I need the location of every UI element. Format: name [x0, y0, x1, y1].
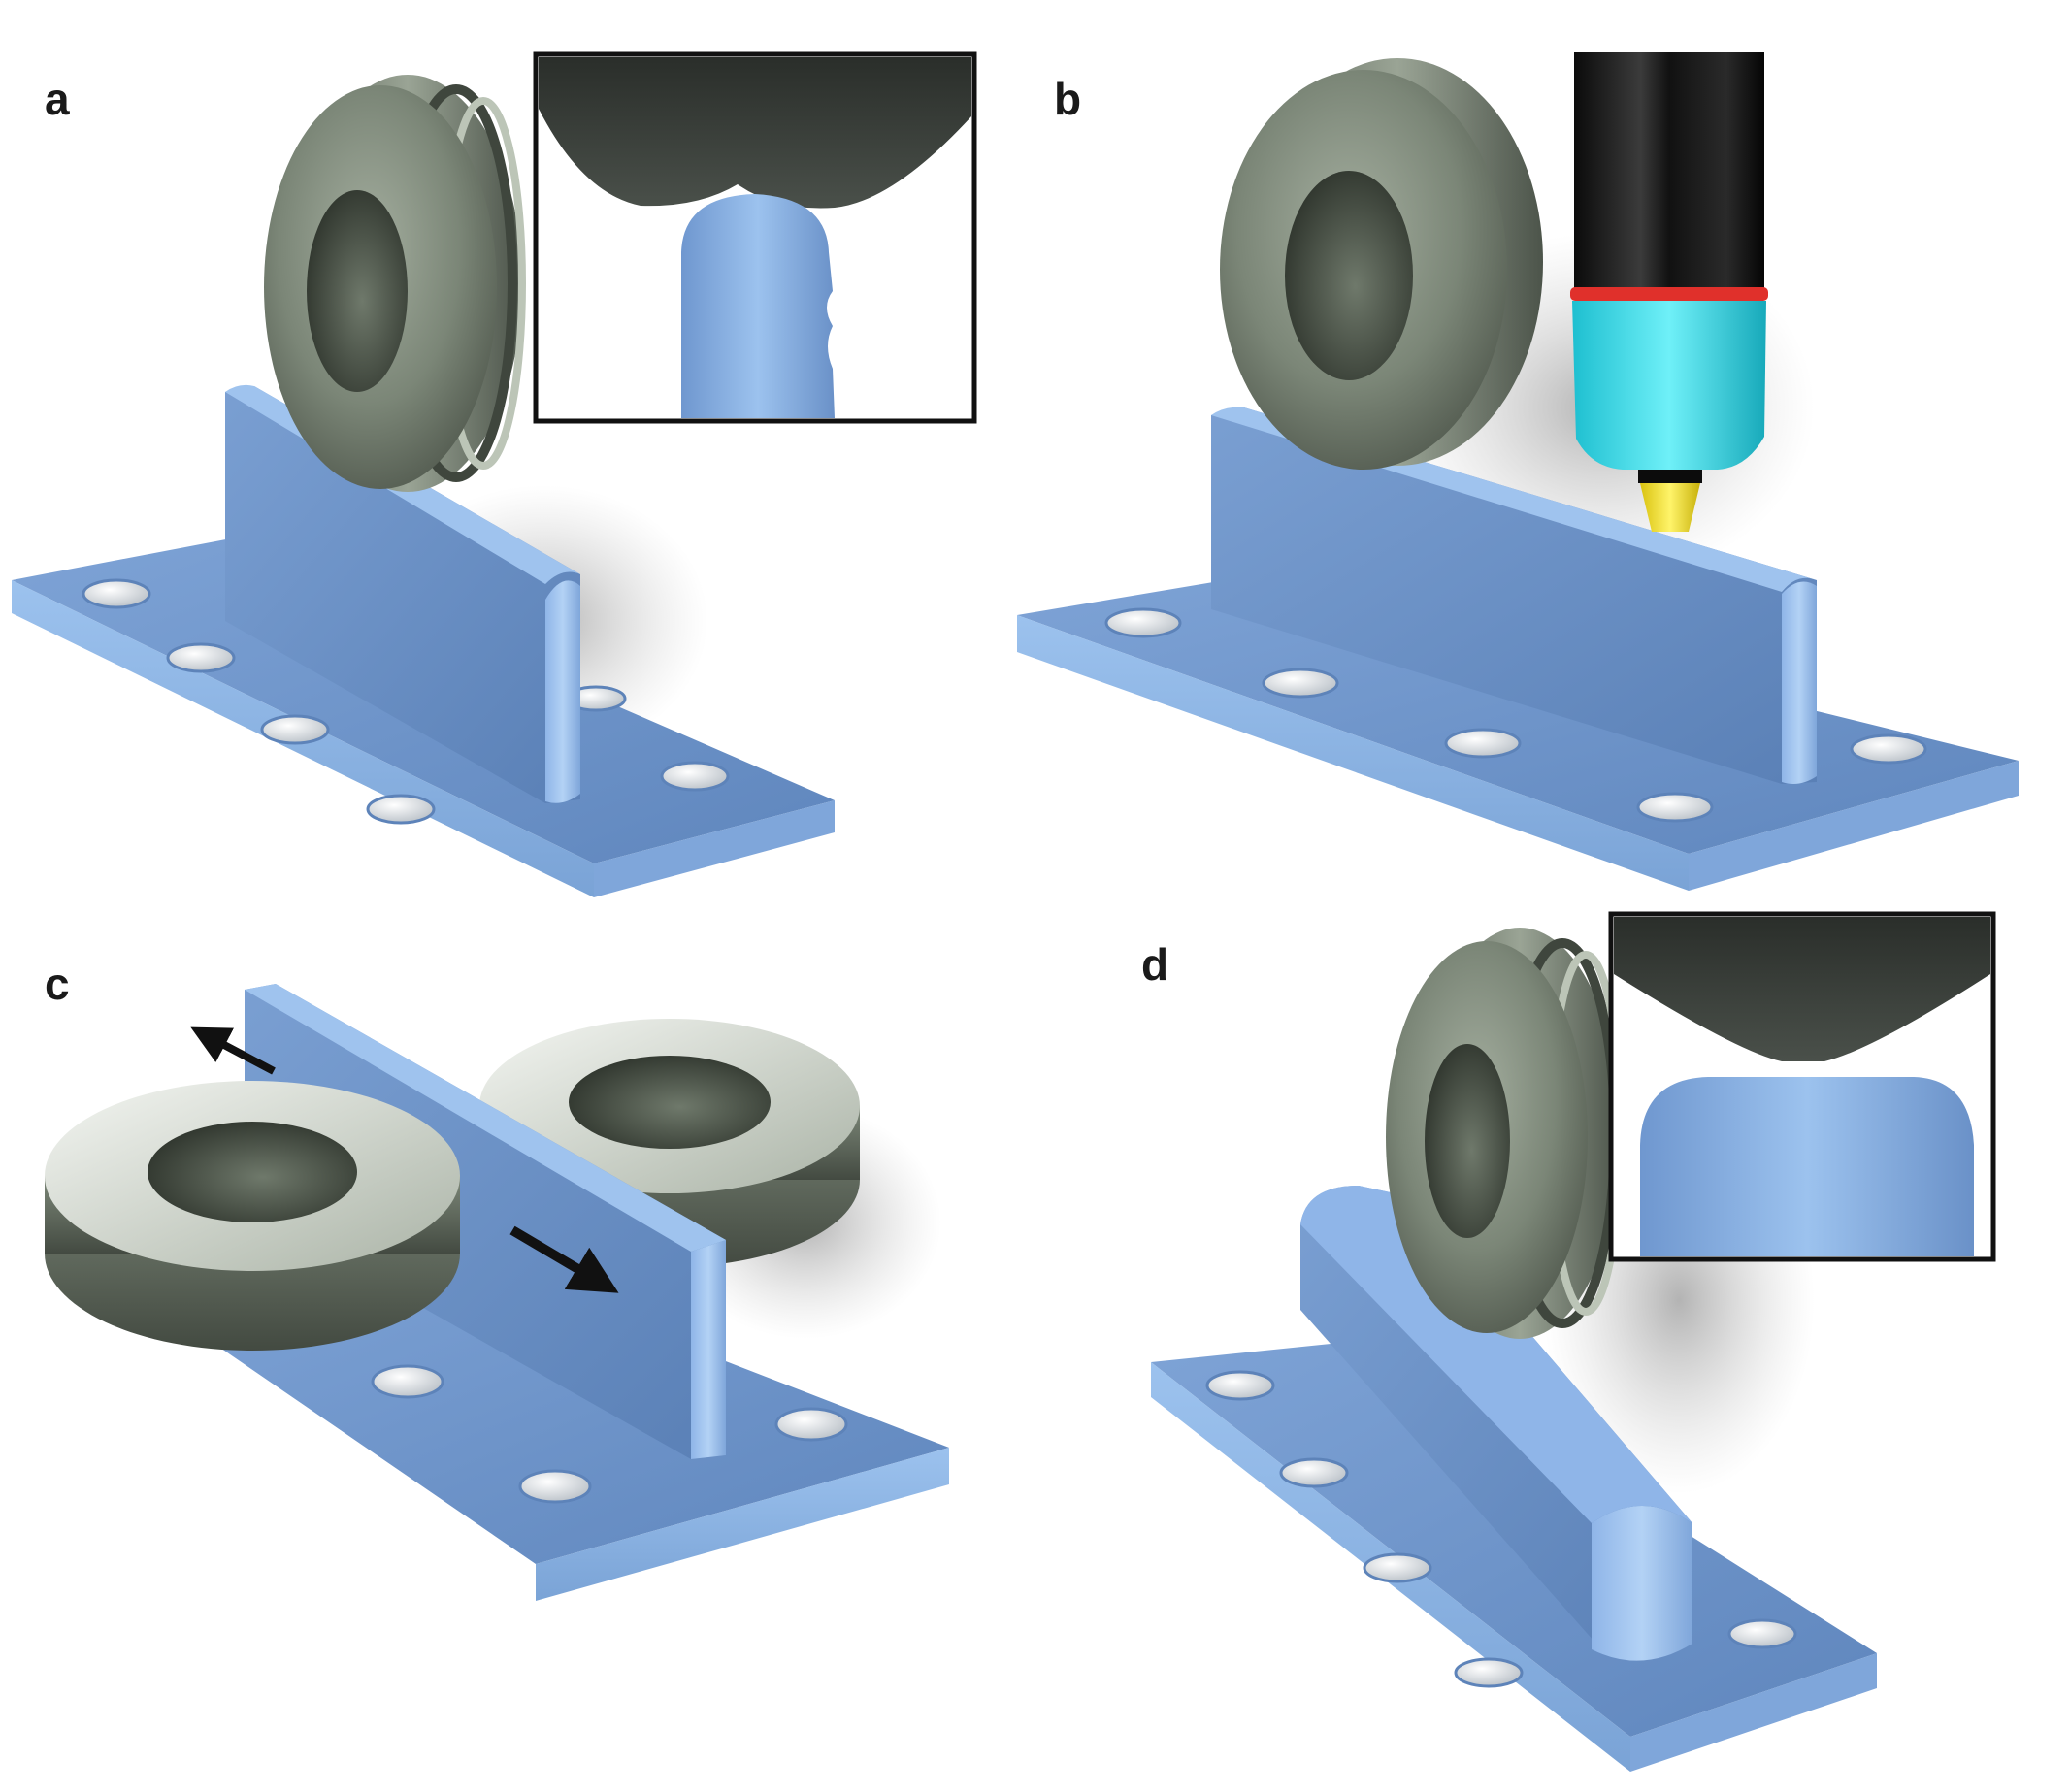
base-plate-side — [1017, 615, 1689, 891]
screw-head-icon — [774, 1407, 848, 1442]
rib-edge — [1782, 581, 1817, 784]
panel-label-d: d — [1141, 939, 1168, 990]
welding-torch-icon — [1570, 52, 1768, 532]
screws — [371, 1364, 848, 1504]
screws — [82, 578, 730, 825]
rib-face — [225, 386, 580, 803]
screw-head-icon — [1279, 1457, 1349, 1488]
base-plate-top — [1017, 574, 2019, 854]
rib-face — [1211, 407, 1817, 784]
panel-b: b — [1017, 52, 2019, 891]
inset-d — [1608, 911, 1996, 1262]
torch-red-ring — [1570, 287, 1768, 301]
panel-label-a: a — [45, 74, 70, 124]
panel-d: d — [1141, 911, 1996, 1772]
screw-head-icon — [1636, 792, 1714, 823]
inset-rib-edge — [681, 194, 835, 418]
screw-head-icon — [1727, 1618, 1797, 1649]
screw-head-icon — [660, 761, 730, 792]
screw-head-icon — [366, 794, 436, 825]
screw-head-icon — [82, 578, 151, 609]
inset-roller-edge — [539, 57, 971, 209]
torch-tip — [1640, 483, 1700, 532]
screw-head-icon — [371, 1364, 444, 1399]
panel-label-c: c — [45, 959, 70, 1009]
rib-top-edge — [245, 984, 726, 1252]
roller-wheel-icon — [264, 75, 526, 492]
panel-label-b: b — [1054, 74, 1081, 124]
base-plate-end — [1689, 761, 2019, 891]
direction-arrow-icon — [509, 1225, 619, 1293]
screw-head-icon — [260, 714, 330, 745]
panel-a: a — [12, 51, 977, 897]
screw-head-icon — [166, 642, 236, 673]
screw-head-icon — [1205, 1370, 1275, 1401]
screw-head-icon — [1850, 733, 1927, 765]
inset-roller-edge — [1614, 917, 1990, 1061]
inset-rib-edge — [1640, 1077, 1974, 1256]
screw-head-icon — [1104, 607, 1182, 638]
screw-head-icon — [1262, 668, 1339, 699]
base-plate-end — [594, 800, 835, 897]
panel-c: c — [45, 959, 949, 1601]
base-plate-side — [536, 1448, 949, 1601]
screw-head-icon — [1363, 1552, 1432, 1583]
rib-edge — [691, 1240, 726, 1459]
screws — [1104, 607, 1927, 823]
roller-wheel-icon — [1220, 58, 1543, 470]
rib-edge — [1592, 1506, 1692, 1661]
roller-wheel-icon — [1386, 928, 1625, 1339]
roller-wheel-icon — [45, 1081, 460, 1351]
screw-head-icon — [1454, 1657, 1524, 1688]
rib-edge — [545, 580, 580, 803]
torch-nozzle — [1572, 301, 1766, 470]
base-plate-end — [1630, 1653, 1877, 1772]
direction-arrow-icon — [190, 1026, 276, 1075]
screws — [1205, 1370, 1797, 1688]
screw-head-icon — [1444, 728, 1522, 759]
rib-top-edge — [1300, 1186, 1692, 1523]
screw-head-icon — [518, 1469, 592, 1504]
inset-a — [533, 51, 977, 424]
